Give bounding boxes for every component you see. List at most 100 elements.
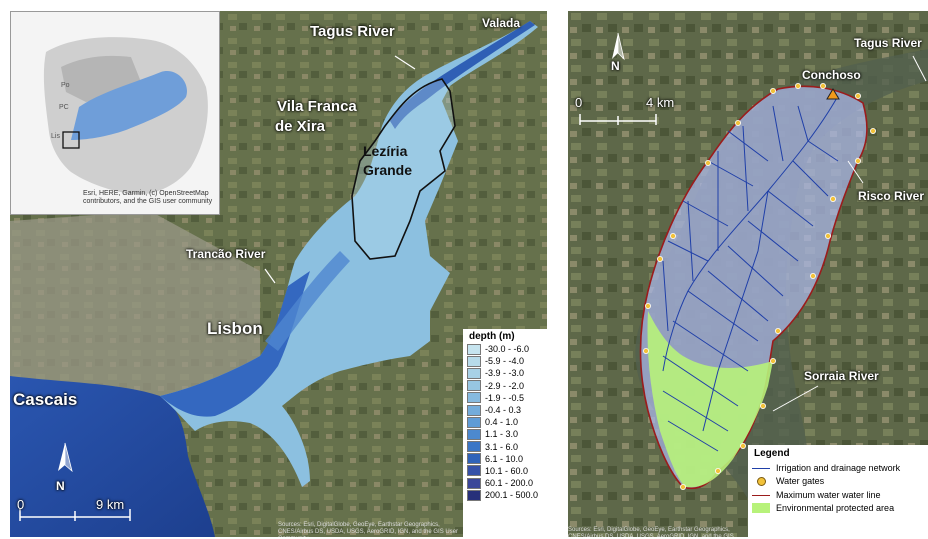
- legend-fill-symbol: [752, 503, 770, 514]
- depth-legend-label: 3.1 - 6.0: [485, 441, 519, 452]
- depth-legend-label: 0.4 - 1.0: [485, 417, 519, 428]
- label-leziria-2: Grande: [363, 162, 413, 178]
- water-gate-icon: [752, 476, 770, 487]
- inset-map-graphic: [43, 37, 208, 195]
- depth-legend-item: -5.9 - -4.0: [463, 355, 547, 367]
- network-legend-title: Legend: [754, 448, 790, 459]
- depth-legend-title: depth (m): [469, 331, 515, 342]
- label-risco-river: Risco River: [858, 189, 925, 203]
- protected-area: [647, 311, 773, 488]
- depth-legend-label: -2.9 - -2.0: [485, 380, 525, 391]
- label-lisbon: Lisbon: [207, 319, 263, 338]
- tagus-basin: [71, 71, 187, 140]
- depth-legend-item: -0.4 - 0.3: [463, 404, 547, 416]
- network-legend-label: Maximum water water line: [776, 489, 881, 500]
- trancao-river-pointer: [264, 268, 276, 284]
- depth-legend-swatch: [467, 465, 481, 477]
- depth-legend-label: -0.4 - 0.3: [485, 405, 522, 416]
- inset-locator-map: Po PC Lis Esri, HERE, Garmin, (c) OpenSt…: [10, 11, 220, 215]
- north-arrow-icon: [58, 442, 73, 473]
- network-legend-label: Environmental protected area: [776, 503, 895, 514]
- depth-legend-swatch: [467, 453, 481, 465]
- depth-legend-item: -1.9 - -0.5: [463, 392, 547, 404]
- depth-legend-label: -3.9 - -3.0: [485, 368, 525, 379]
- label-conchoso: Conchoso: [802, 68, 861, 82]
- scale-bar-start-right: 0: [575, 95, 583, 110]
- depth-legend-item: -2.9 - -2.0: [463, 380, 547, 392]
- depth-legend-swatch: [467, 477, 481, 489]
- depth-legend-label: 10.1 - 60.0: [485, 465, 529, 476]
- legend-line-symbol: [752, 490, 770, 500]
- basemap-credit: Sources: Esri, DigitalGlobe, GeoEye, Ear…: [278, 522, 459, 537]
- network-legend-item: Irrigation and drainage network: [748, 461, 928, 475]
- scale-bar: [19, 509, 131, 521]
- depth-legend: depth (m) -30.0 - -6.0-5.9 - -4.0-3.9 - …: [463, 329, 547, 537]
- depth-legend-swatch: [467, 380, 481, 392]
- scale-bar-right: [579, 114, 657, 125]
- depth-legend-rows: -30.0 - -6.0-5.9 - -4.0-3.9 - -3.0-2.9 -…: [463, 343, 547, 501]
- tagus-river-channel: [390, 21, 535, 129]
- label-trancao-river: Trancão River: [186, 247, 266, 261]
- north-arrow-icon-right: [612, 32, 625, 61]
- label-cascais: Cascais: [13, 390, 78, 409]
- inset-label-pc: PC: [59, 104, 69, 111]
- depth-legend-swatch: [467, 392, 481, 404]
- label-leziria-1: Lezíria: [363, 143, 408, 159]
- north-arrow-letter: N: [56, 479, 65, 493]
- study-area-box: [62, 131, 80, 149]
- network-legend-item: Maximum water water line: [748, 488, 928, 502]
- depth-legend-swatch: [467, 367, 481, 379]
- depth-legend-label: 1.1 - 3.0: [485, 429, 519, 440]
- depth-legend-swatch: [467, 343, 481, 355]
- scale-bar-start: 0: [17, 497, 25, 512]
- depth-legend-label: 6.1 - 10.0: [485, 453, 524, 464]
- scale-bar-end: 9 km: [96, 497, 125, 512]
- depth-legend-swatch: [467, 489, 481, 501]
- inset-credit: Esri, HERE, Garmin, (c) OpenStreetMap co…: [83, 190, 213, 205]
- urban-area-lisbon: [10, 211, 260, 401]
- risco-river-pointer: [847, 160, 864, 184]
- irrigation-network: [662, 95, 839, 452]
- iberia-relief: [61, 55, 141, 102]
- depth-legend-item: -30.0 - -6.0: [463, 343, 547, 355]
- depth-legend-item: 10.1 - 60.0: [463, 465, 547, 477]
- depth-legend-swatch: [467, 441, 481, 453]
- tagus-river-pointer-right: [912, 55, 927, 82]
- network-legend-item: Environmental protected area: [748, 502, 928, 516]
- label-valada: Valada: [482, 16, 521, 30]
- network-legend-label: Irrigation and drainage network: [776, 462, 901, 473]
- depth-legend-item: -3.9 - -3.0: [463, 367, 547, 379]
- leziria-network-map: Tagus River Conchoso Risco River Sorraia…: [568, 11, 928, 537]
- depth-legend-swatch: [467, 428, 481, 440]
- label-tagus-river-right: Tagus River: [854, 36, 922, 50]
- depth-legend-item: 6.1 - 10.0: [463, 453, 547, 465]
- depth-legend-swatch: [467, 404, 481, 416]
- depth-legend-label: -1.9 - -0.5: [485, 392, 525, 403]
- leziria-grande-outline: [351, 78, 456, 260]
- basemap-credit-right: Sources: Esri, DigitalGlobe, GeoEye, Ear…: [568, 527, 734, 537]
- depth-legend-label: -30.0 - -6.0: [485, 344, 530, 355]
- depth-legend-label: 200.1 - 500.0: [485, 490, 539, 501]
- network-legend-item: Water gates: [748, 475, 928, 489]
- water-gates: [643, 83, 876, 490]
- inset-label-lisbon: Lis: [51, 133, 60, 140]
- inset-label-po: Po: [61, 82, 70, 89]
- depth-legend-label: 60.1 - 200.0: [485, 478, 534, 489]
- tagus-river-pointer: [394, 55, 416, 70]
- estuary-depth-map: Po PC Lis Esri, HERE, Garmin, (c) OpenSt…: [10, 11, 547, 537]
- scale-bar-end-right: 4 km: [646, 95, 675, 110]
- depth-legend-item: 60.1 - 200.0: [463, 477, 547, 489]
- network-legend-label: Water gates: [776, 476, 825, 487]
- depth-legend-label: -5.9 - -4.0: [485, 356, 525, 367]
- label-vila-franca-2: de Xira: [275, 118, 326, 135]
- north-arrow-letter-right: N: [611, 59, 620, 73]
- label-vila-franca-1: Vila Franca: [277, 98, 357, 115]
- conchoso-marker-icon: [826, 88, 840, 100]
- estuary-channel: [265, 251, 350, 351]
- label-tagus-river: Tagus River: [310, 23, 395, 40]
- depth-legend-swatch: [467, 416, 481, 428]
- depth-legend-item: 3.1 - 6.0: [463, 441, 547, 453]
- label-sorraia-river: Sorraia River: [804, 369, 879, 383]
